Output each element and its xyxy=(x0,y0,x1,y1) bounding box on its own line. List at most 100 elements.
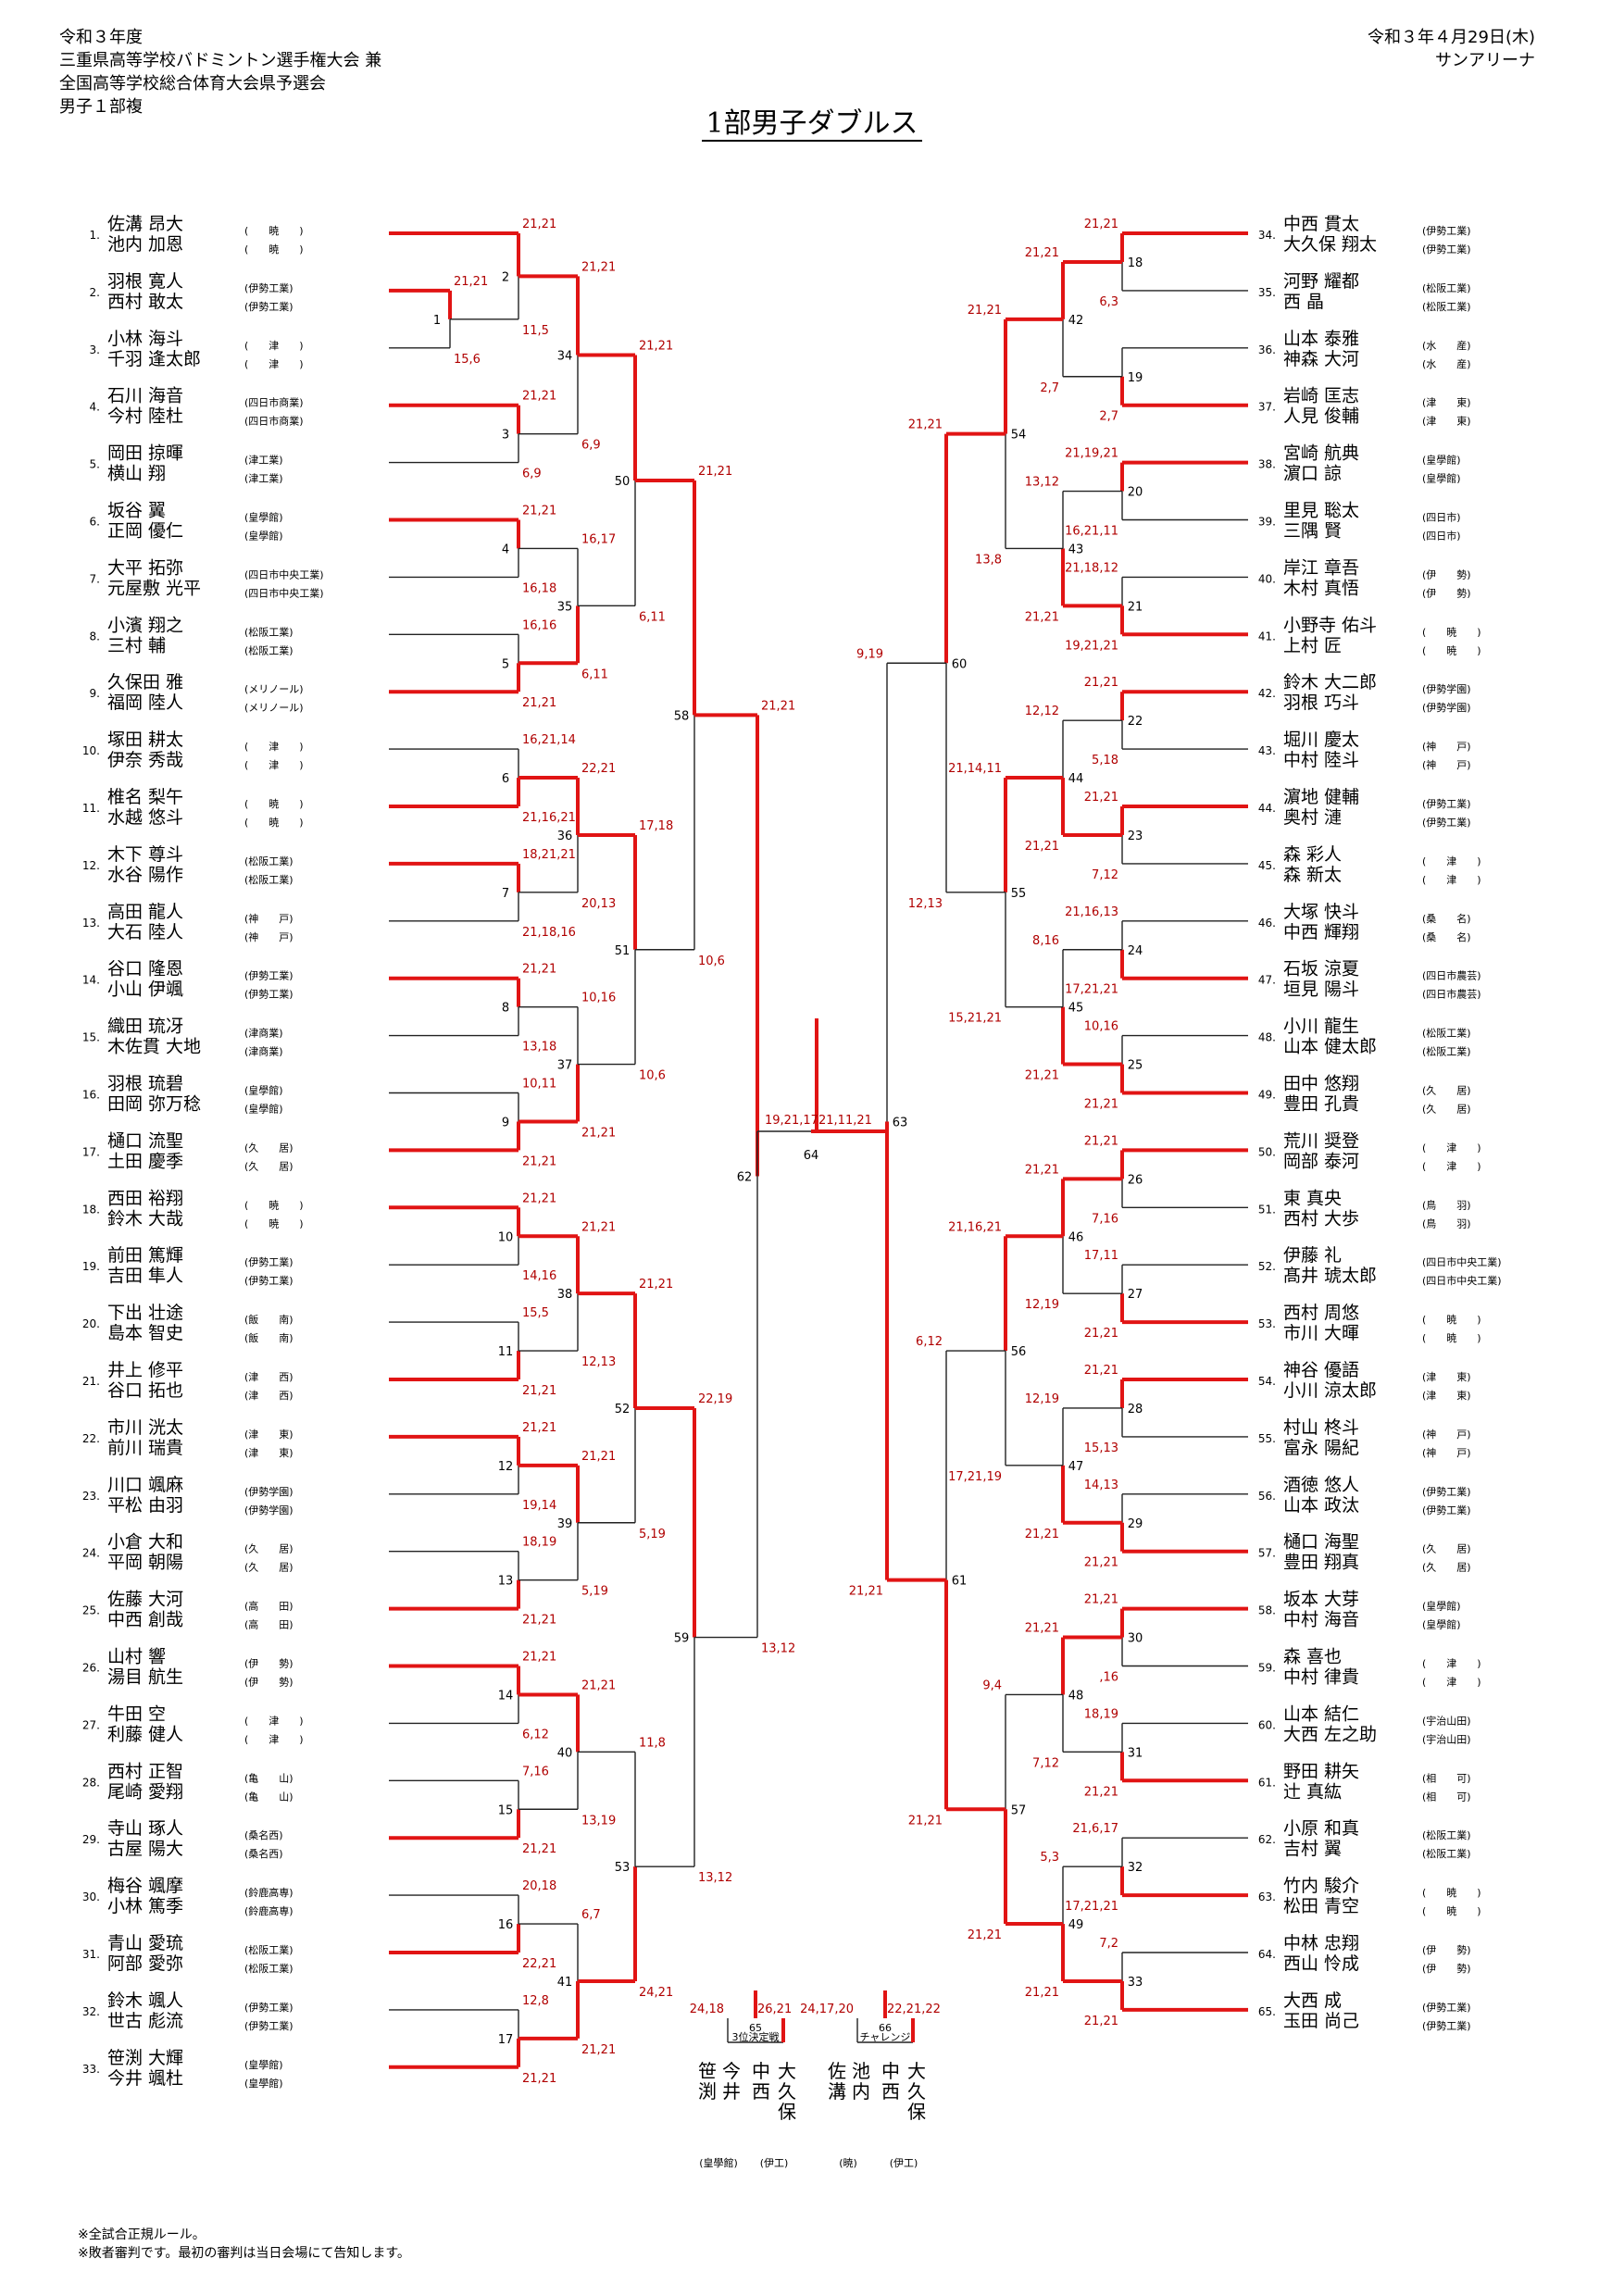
footer-notes: ※全試合正規ルール。 ※敗者審判です。最初の審判は当日会場にて告知します。 xyxy=(78,2226,410,2263)
school-name: (メリノール) xyxy=(244,702,304,714)
vertical-name: 西 xyxy=(881,2080,900,2103)
school-name: ( 津 ) xyxy=(244,759,304,771)
school-name: (伊勢工業) xyxy=(1422,2019,1471,2032)
player-name: 小川 龍生 xyxy=(1283,1017,1359,1037)
vertical-name: 井 xyxy=(722,2080,741,2103)
school-name: ( 暁 ) xyxy=(244,798,304,810)
match-score: 16,18 xyxy=(522,581,556,595)
match-score: 21,21 xyxy=(849,1585,883,1599)
entry-number: 23. xyxy=(82,1490,100,1503)
match-score: 5,19 xyxy=(581,1585,608,1599)
player-name: 西田 裕翔 xyxy=(107,1188,183,1208)
school-name: (桑名西) xyxy=(244,1847,283,1860)
school-name: (神 戸) xyxy=(1422,1428,1471,1441)
player-name: 鈴木 颯人 xyxy=(107,1990,183,2011)
match-score: 13,18 xyxy=(522,1041,556,1054)
school-name: (四日市農芸) xyxy=(1422,988,1481,1001)
school-name: (伊勢工業) xyxy=(244,2001,294,2014)
entry-number: 50. xyxy=(1258,1145,1276,1158)
school-name: (津 西) xyxy=(244,1390,294,1402)
match-score: 18,19 xyxy=(522,1536,556,1550)
school-name: (松阪工業) xyxy=(244,855,294,867)
match-score: 16,21,11 xyxy=(1065,525,1118,539)
entry-number: 65. xyxy=(1258,2005,1276,2018)
player-name: 樋口 流聖 xyxy=(107,1130,183,1151)
match-number: 45 xyxy=(1068,1002,1084,1016)
school-name: (四日市中央工業) xyxy=(1422,1274,1502,1287)
school-name: (松阪工業) xyxy=(244,1962,294,1975)
school-name: ( 暁 ) xyxy=(1422,1905,1481,1917)
player-name: 豊田 翔真 xyxy=(1283,1553,1359,1573)
match-number: 17 xyxy=(498,2033,514,2047)
match-number: 61 xyxy=(952,1575,968,1589)
player-name: 青山 愛琉 xyxy=(107,1933,183,1953)
player-name: 中林 忠翔 xyxy=(1283,1933,1359,1953)
school-name: (松阪工業) xyxy=(1422,281,1471,294)
player-name: 古屋 陽大 xyxy=(107,1839,183,1859)
player-name: 羽根 琉碧 xyxy=(107,1074,183,1094)
match-number: 41 xyxy=(557,1976,573,1990)
match-score: 17,21,21 xyxy=(1065,983,1118,997)
match-number: 8 xyxy=(502,1002,509,1016)
event-date: 令和３年４月29日(木) xyxy=(1368,28,1535,47)
school-name: (伊勢学園) xyxy=(1422,682,1471,695)
match-number: 64 xyxy=(804,1149,819,1163)
match-score: 11,5 xyxy=(522,324,549,338)
player-name: 井上 修平 xyxy=(107,1360,183,1380)
match-score: 21,21 xyxy=(698,465,732,479)
footer-note-2: ※敗者審判です。最初の審判は当日会場にて告知します。 xyxy=(78,2246,410,2261)
match-score: 6,12 xyxy=(522,1728,549,1741)
school-name: (久 居) xyxy=(1422,1562,1471,1574)
player-name: 佐溝 昂大 xyxy=(107,214,183,234)
school-name: (伊勢工業) xyxy=(1422,2001,1471,2014)
player-name: 谷口 隆恩 xyxy=(107,959,183,980)
player-name: 田中 悠翔 xyxy=(1283,1074,1359,1094)
player-name: 前川 瑞貴 xyxy=(107,1438,183,1458)
entry-number: 22. xyxy=(82,1432,100,1445)
match-score: 12,13 xyxy=(908,897,943,911)
entry-number: 57. xyxy=(1258,1547,1276,1560)
player-name: 髙井 琥太郎 xyxy=(1283,1266,1377,1286)
player-name: 田岡 弥万稔 xyxy=(107,1094,201,1115)
match-score: 21,21 xyxy=(522,963,556,977)
player-name: 伊藤 礼 xyxy=(1283,1245,1342,1266)
match-number: 5 xyxy=(502,657,509,671)
school-name: (神 戸) xyxy=(1422,740,1471,753)
school-name: (皇學館) xyxy=(1422,1600,1461,1613)
school-name: ( 津 ) xyxy=(1422,1142,1481,1154)
match-score: 21,21 xyxy=(1084,2015,1118,2028)
school-name: (水 産) xyxy=(1422,358,1471,370)
match-number: 14 xyxy=(498,1689,514,1703)
match-score: 10,6 xyxy=(698,955,725,968)
school-name: (津 東) xyxy=(244,1429,294,1441)
player-name: 元屋敷 光平 xyxy=(107,578,201,598)
school-name: ( 津 ) xyxy=(244,741,304,753)
vertical-name: 大 xyxy=(778,2060,796,2082)
sub-match-score: 24,18 xyxy=(690,2003,724,2016)
vertical-name: 池 xyxy=(852,2060,870,2082)
player-name: 神谷 優語 xyxy=(1283,1360,1359,1380)
school-name: (相 可) xyxy=(1422,1772,1471,1784)
match-score: 12,19 xyxy=(1025,1298,1059,1312)
player-name: 濵口 諒 xyxy=(1283,464,1342,484)
entry-number: 24. xyxy=(82,1547,100,1560)
player-name: 土田 慶季 xyxy=(107,1151,183,1171)
entry-number: 5. xyxy=(90,458,100,471)
match-number: 33 xyxy=(1128,1976,1143,1990)
match-score: 21,21 xyxy=(522,1651,556,1665)
school-name: (松阪工業) xyxy=(1422,1027,1471,1040)
player-name: 岩崎 匡志 xyxy=(1283,386,1359,406)
match-number: 20 xyxy=(1128,486,1143,500)
school-name: (桑名西) xyxy=(244,1828,283,1841)
player-name: 伊奈 秀哉 xyxy=(107,750,183,770)
vertical-name: 中 xyxy=(752,2060,770,2082)
header-line-3: 全国高等学校総合体育大会県予選会 xyxy=(59,74,326,94)
footer-note-1: ※全試合正規ルール。 xyxy=(78,2227,206,2242)
match-score: 21,21 xyxy=(761,699,795,713)
player-name: 市川 大暉 xyxy=(1283,1323,1359,1343)
match-score: 7,16 xyxy=(522,1765,549,1778)
entry-number: 36. xyxy=(1258,343,1276,356)
match-score: 17,21,19 xyxy=(948,1470,1002,1484)
player-name: 利藤 健人 xyxy=(107,1724,183,1744)
match-score: 21,21 xyxy=(522,390,556,404)
